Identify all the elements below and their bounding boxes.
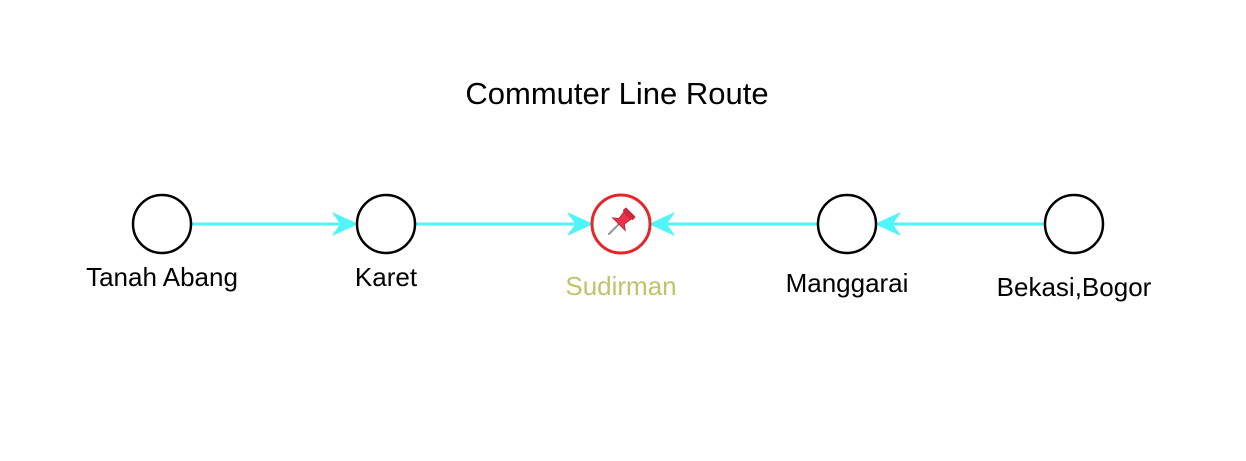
arrowhead-icon xyxy=(567,212,593,236)
station-label-manggarai: Manggarai xyxy=(785,268,909,298)
connection-tanah-abang-to-karet xyxy=(191,212,358,236)
connection-bekasi-bogor-to-manggarai xyxy=(875,212,1045,236)
station-node-tanah-abang xyxy=(131,193,193,255)
arrowhead-icon xyxy=(875,212,901,236)
pushpin-icon xyxy=(607,207,636,236)
station-label-karet: Karet xyxy=(354,262,418,292)
route-stations xyxy=(131,193,1105,255)
arrowhead-icon xyxy=(332,212,358,236)
connection-karet-to-sudirman xyxy=(415,212,593,236)
station-node-manggarai xyxy=(816,193,878,255)
station-node-karet xyxy=(355,193,417,255)
connection-manggarai-to-sudirman xyxy=(649,212,818,236)
diagram-title: Commuter Line Route xyxy=(465,76,769,111)
station-label-tanah-abang: Tanah Abang xyxy=(86,262,238,292)
station-node-bekasi-bogor xyxy=(1043,193,1105,255)
route-connections xyxy=(191,212,1045,236)
station-label-sudirman: Sudirman xyxy=(565,271,677,301)
arrowhead-icon xyxy=(649,212,675,236)
station-label-bekasi-bogor: Bekasi,Bogor xyxy=(996,272,1152,302)
